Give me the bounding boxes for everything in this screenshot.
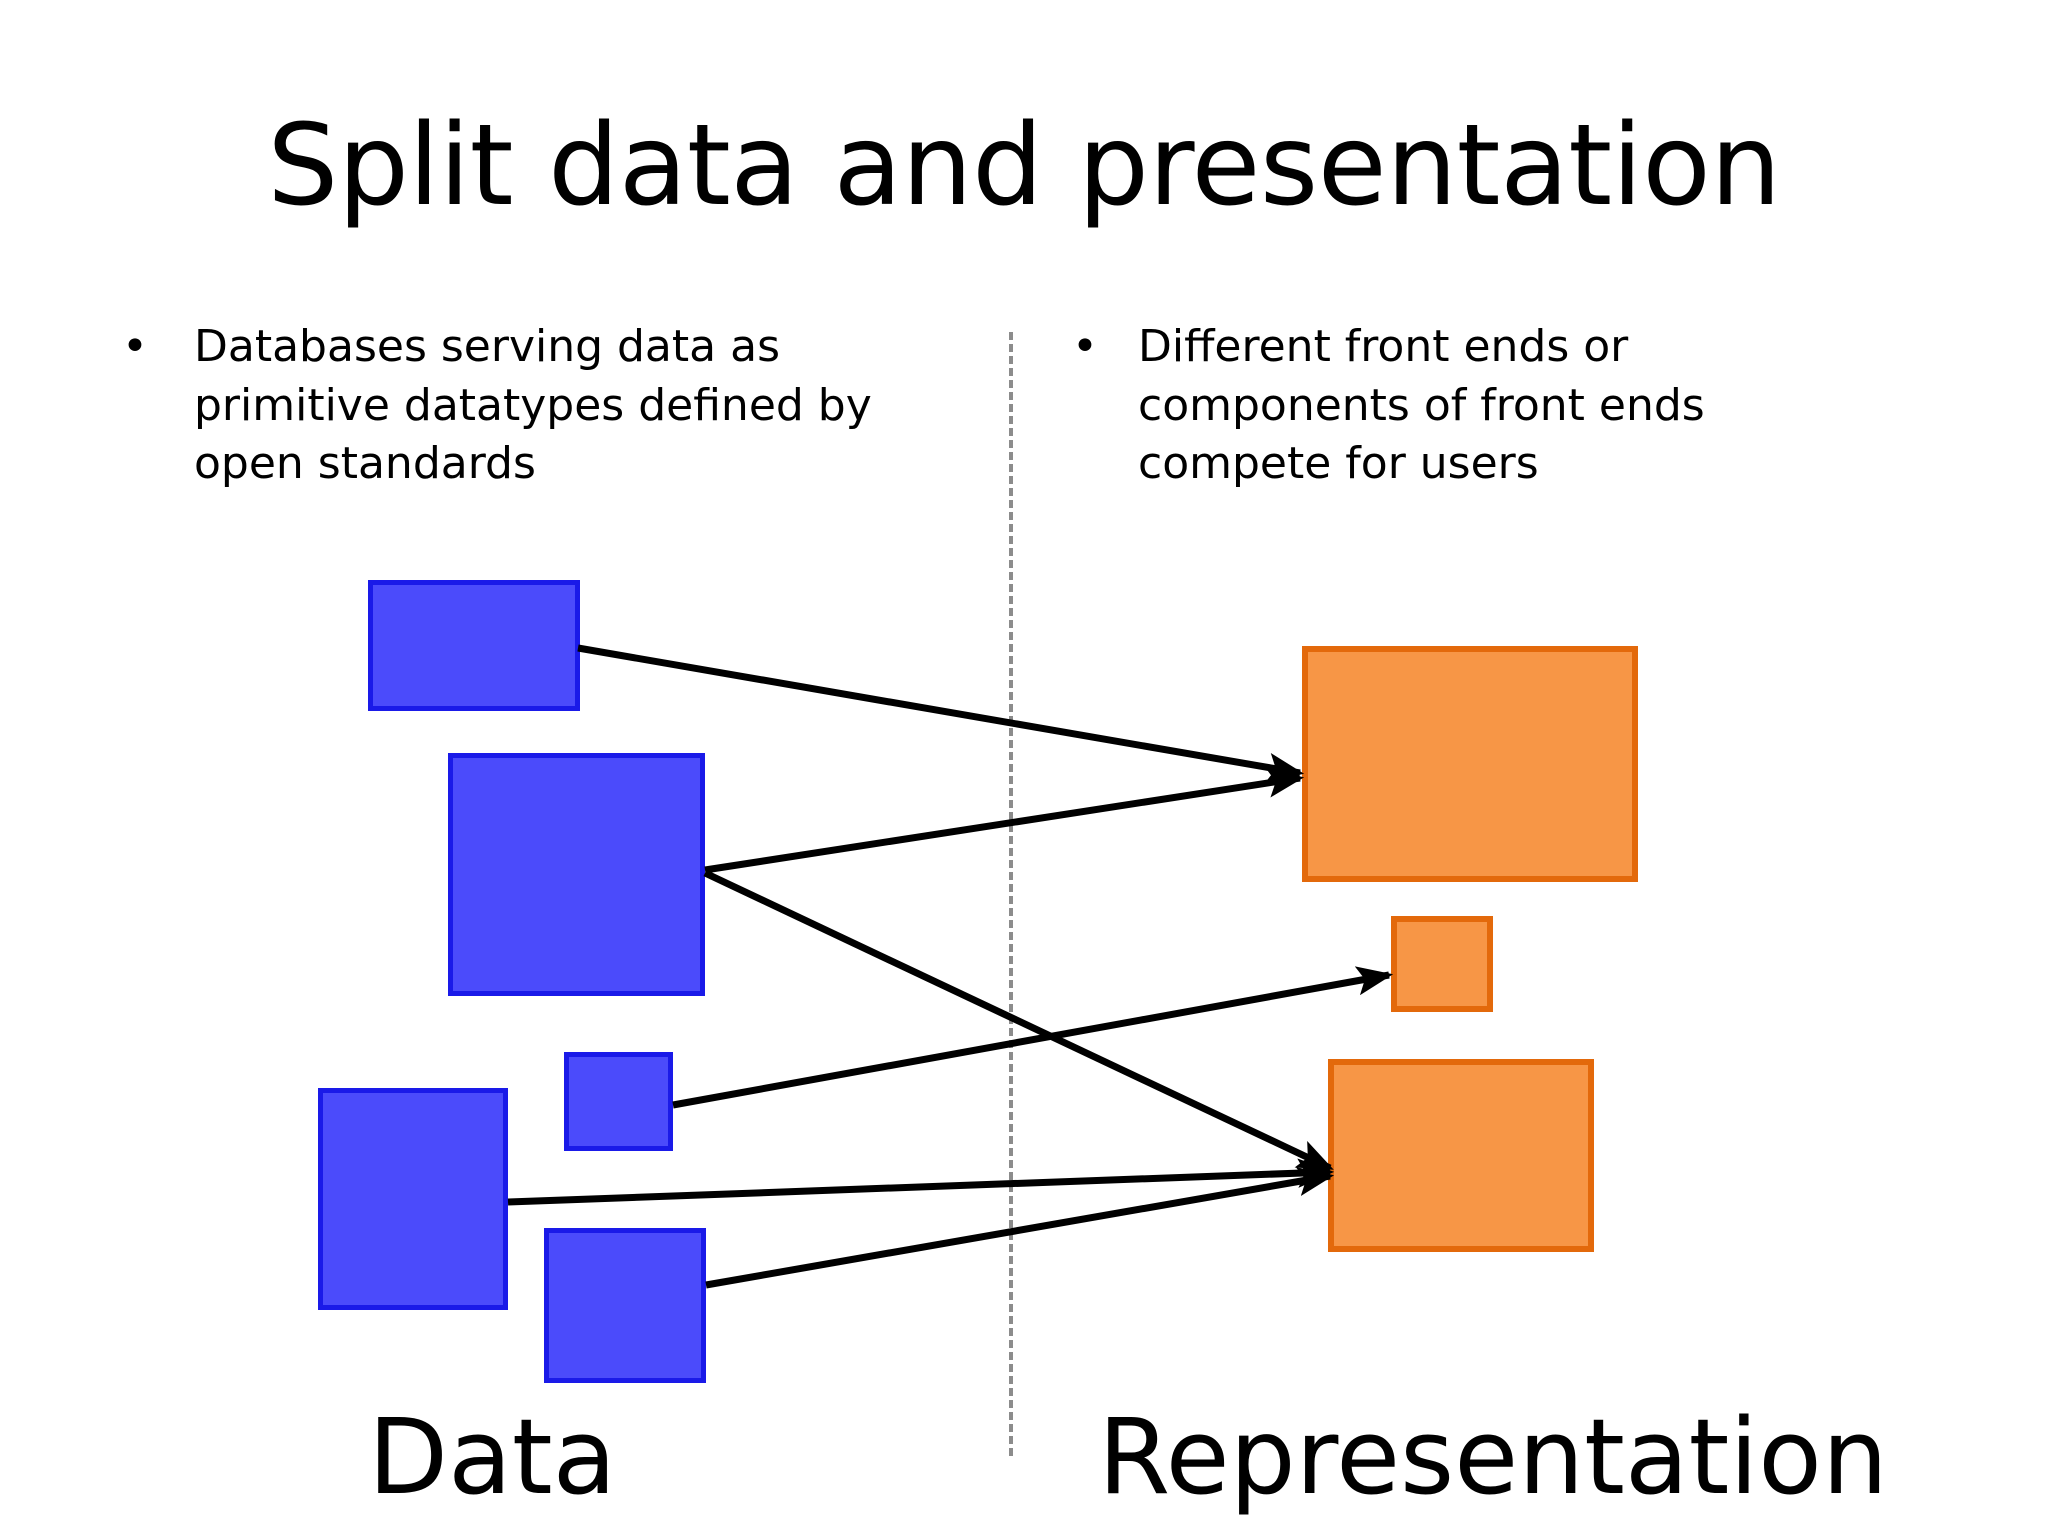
bullet-point-icon: •: [122, 321, 148, 372]
vertical-dashed-divider: [1009, 332, 1013, 1456]
data-box-1: [368, 580, 580, 711]
connector-arrow-3: [703, 869, 1334, 1172]
connector-arrow-4: [672, 966, 1394, 1109]
data-box-5: [544, 1228, 706, 1383]
connector-arrow-6: [705, 1167, 1335, 1289]
section-label-representation: Representation: [1098, 1396, 1888, 1518]
bullet-point-icon: •: [1072, 321, 1098, 372]
bullet-right-column: • Different front ends or components of …: [1062, 318, 1862, 494]
bullet-left-column: • Databases serving data as primitive da…: [112, 318, 962, 494]
connector-arrow-2: [704, 768, 1305, 874]
page-title: Split data and presentation: [267, 101, 1781, 231]
section-label-data: Data: [368, 1396, 617, 1518]
bullet-right-text: Different front ends or components of fr…: [1138, 321, 1705, 490]
rep-box-3: [1328, 1059, 1594, 1252]
bullet-left-text: Databases serving data as primitive data…: [194, 321, 872, 490]
rep-box-1: [1302, 646, 1638, 882]
data-box-3: [564, 1052, 673, 1151]
data-box-2: [448, 753, 705, 996]
rep-box-2: [1391, 916, 1493, 1012]
data-box-4: [318, 1088, 508, 1310]
connector-arrow-5: [507, 1158, 1335, 1206]
